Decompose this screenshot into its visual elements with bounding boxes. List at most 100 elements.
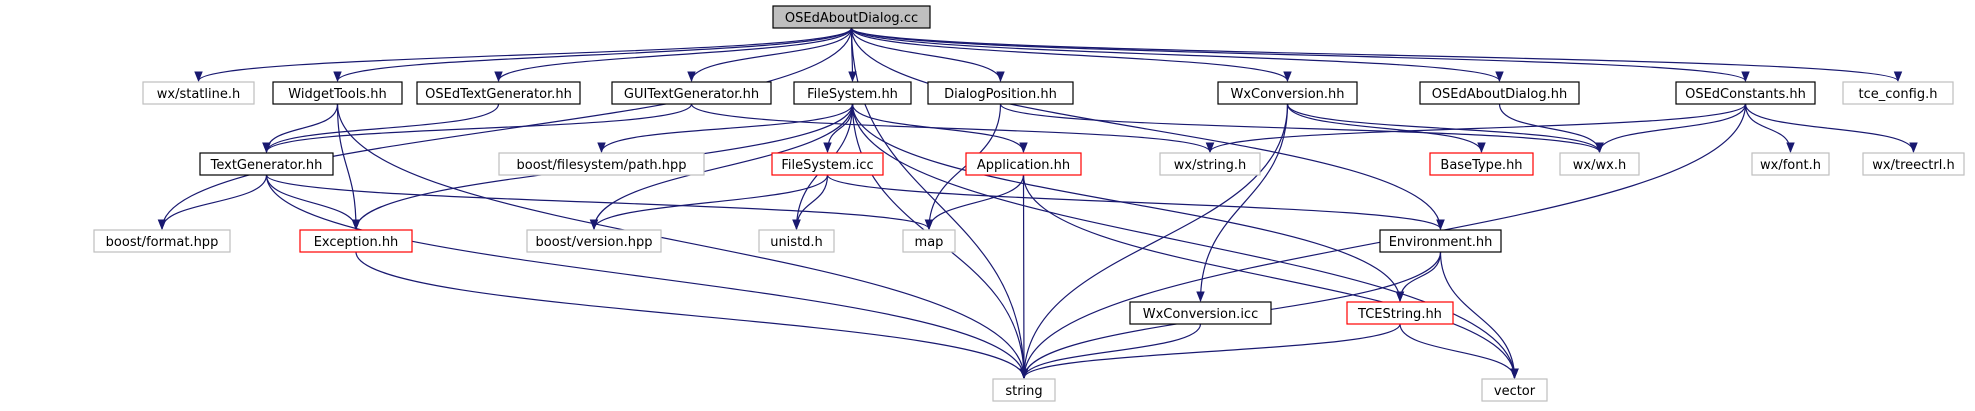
node-label: WxConversion.icc [1143, 307, 1258, 322]
node-osedconst[interactable]: OSEdConstants.hh [1675, 81, 1816, 105]
node-boostpath[interactable]: boost/filesystem/path.hpp [498, 152, 705, 176]
node-basetype[interactable]: BaseType.hh [1429, 152, 1534, 176]
edge-filesystem_hh-to-boostpath [597, 103, 854, 154]
node-wxwx[interactable]: wx/wx.h [1559, 152, 1640, 176]
node-osedtextgen[interactable]: OSEdTextGenerator.hh [416, 81, 581, 105]
edge-root-to-statline [194, 27, 853, 83]
edge-root-to-dialogpos [850, 27, 1005, 83]
node-label: FileSystem.hh [807, 87, 898, 102]
node-tceconfig[interactable]: tce_config.h [1842, 81, 1954, 105]
node-label: string [1005, 384, 1042, 399]
edge-widgettools-to-string [336, 103, 1029, 380]
node-wxconv-icc[interactable]: WxConversion.icc [1129, 301, 1272, 325]
edge-environment-to-vector [1439, 251, 1519, 380]
node-vector[interactable]: vector [1481, 378, 1548, 402]
edge-textgen-to-exception [265, 174, 361, 231]
node-label: unistd.h [770, 235, 823, 250]
edge-guitextgen-to-wxstring [690, 103, 1215, 154]
node-label: BaseType.hh [1440, 158, 1522, 173]
edge-osedconst-to-wxfont [1744, 103, 1795, 154]
node-environment[interactable]: Environment.hh [1379, 229, 1502, 253]
node-guitextgen[interactable]: GUITextGenerator.hh [611, 81, 772, 105]
edge-root-to-osedconst [850, 27, 1750, 83]
edge-root-to-tceconfig [850, 27, 1902, 83]
edge-wxconv_hh-to-string [1019, 103, 1289, 380]
node-string[interactable]: string [992, 378, 1056, 402]
node-wxfont[interactable]: wx/font.h [1751, 152, 1830, 176]
node-label: OSEdConstants.hh [1685, 87, 1806, 102]
edge-root-to-widgettools [333, 27, 853, 83]
node-label: wx/wx.h [1573, 158, 1626, 173]
edge-osedconst-to-wxtreectrl [1744, 103, 1918, 154]
node-label: WidgetTools.hh [288, 87, 386, 102]
node-wxstring[interactable]: wx/string.h [1159, 152, 1261, 176]
edge-wxconv_hh-to-wxwx [1286, 103, 1604, 154]
node-textgen[interactable]: TextGenerator.hh [199, 152, 334, 176]
edge-osedconst-to-wxstring [1205, 103, 1747, 154]
node-label: TCEString.hh [1357, 307, 1442, 322]
node-label: OSEdTextGenerator.hh [425, 87, 572, 102]
node-label: wx/font.h [1760, 158, 1821, 173]
node-label: Application.hh [977, 158, 1070, 173]
node-label: DialogPosition.hh [944, 87, 1057, 102]
edge-textgen-to-map [265, 174, 934, 231]
node-label: GUITextGenerator.hh [624, 87, 759, 102]
edge-environment-to-tcestring [1395, 251, 1442, 303]
edge-filesystem_hh-to-tcestring [851, 103, 1405, 303]
node-label: wx/statline.h [157, 87, 240, 102]
edge-root-to-osedtextgen [494, 27, 853, 83]
edge-filesystem_icc-to-unistd [792, 174, 829, 231]
edge-tcestring-to-vector [1399, 323, 1519, 380]
node-label: boost/filesystem/path.hpp [516, 158, 686, 173]
node-label: vector [1494, 384, 1536, 399]
edge-filesystem_hh-to-application [851, 103, 1028, 154]
node-osedabout-hh[interactable]: OSEdAboutDialog.hh [1419, 81, 1580, 105]
node-application[interactable]: Application.hh [965, 152, 1082, 176]
edge-wxconv_hh-to-basetype [1286, 103, 1486, 154]
edge-exception-to-string [355, 251, 1029, 380]
node-wxconv-hh[interactable]: WxConversion.hh [1217, 81, 1358, 105]
edge-root-to-guitextgen [687, 27, 853, 83]
node-unistd[interactable]: unistd.h [758, 229, 835, 253]
node-filesystem-icc[interactable]: FileSystem.icc [771, 152, 884, 176]
edge-root-to-wxconv_hh [850, 27, 1292, 83]
node-label: map [915, 235, 944, 250]
edge-application-to-string [1019, 174, 1029, 380]
edge-filesystem_hh-to-vector [851, 103, 1519, 380]
node-label: Exception.hh [314, 235, 399, 250]
node-boostversion[interactable]: boost/version.hpp [526, 229, 662, 253]
edge-osedconst-to-wxwx [1595, 103, 1747, 154]
edge-osedtextgen-to-textgen [262, 103, 500, 154]
edge-filesystem_icc-to-environment [826, 174, 1445, 231]
node-tcestring[interactable]: TCEString.hh [1346, 301, 1454, 325]
edge-textgen-to-boostformat [157, 174, 268, 231]
node-dialogpos[interactable]: DialogPosition.hh [927, 81, 1074, 105]
node-label: TextGenerator.hh [210, 158, 323, 173]
edge-dialogpos-to-wxwx [999, 103, 1604, 154]
node-boostformat[interactable]: boost/format.hpp [93, 229, 231, 253]
node-label: tce_config.h [1859, 87, 1938, 102]
edge-guitextgen-to-textgen [262, 103, 693, 154]
edge-application-to-vector [1022, 174, 1519, 380]
node-label: wx/treectrl.h [1872, 158, 1954, 173]
node-label: WxConversion.hh [1230, 87, 1344, 102]
node-filesystem-hh[interactable]: FileSystem.hh [793, 81, 912, 105]
edge-widgettools-to-exception [336, 103, 361, 231]
node-wxtreectrl[interactable]: wx/treectrl.h [1862, 152, 1965, 176]
node-widgettools[interactable]: WidgetTools.hh [272, 81, 403, 105]
node-label: boost/format.hpp [106, 235, 219, 250]
edge-dialogpos-to-map [924, 103, 1002, 231]
edge-filesystem_hh-to-boostversion [589, 103, 854, 231]
node-root: OSEdAboutDialog.cc [772, 5, 931, 29]
edge-textgen-to-string [265, 174, 1029, 380]
node-exception[interactable]: Exception.hh [299, 229, 413, 253]
edge-root-to-boostformat [157, 27, 853, 231]
edge-filesystem_icc-to-boostversion [589, 174, 829, 231]
edge-tcestring-to-string [1019, 323, 1401, 380]
edge-root-to-osedabout_hh [850, 27, 1504, 83]
node-label: Environment.hh [1389, 235, 1493, 250]
node-statline[interactable]: wx/statline.h [142, 81, 255, 105]
node-map[interactable]: map [902, 229, 956, 253]
node-label: OSEdAboutDialog.cc [785, 11, 918, 26]
